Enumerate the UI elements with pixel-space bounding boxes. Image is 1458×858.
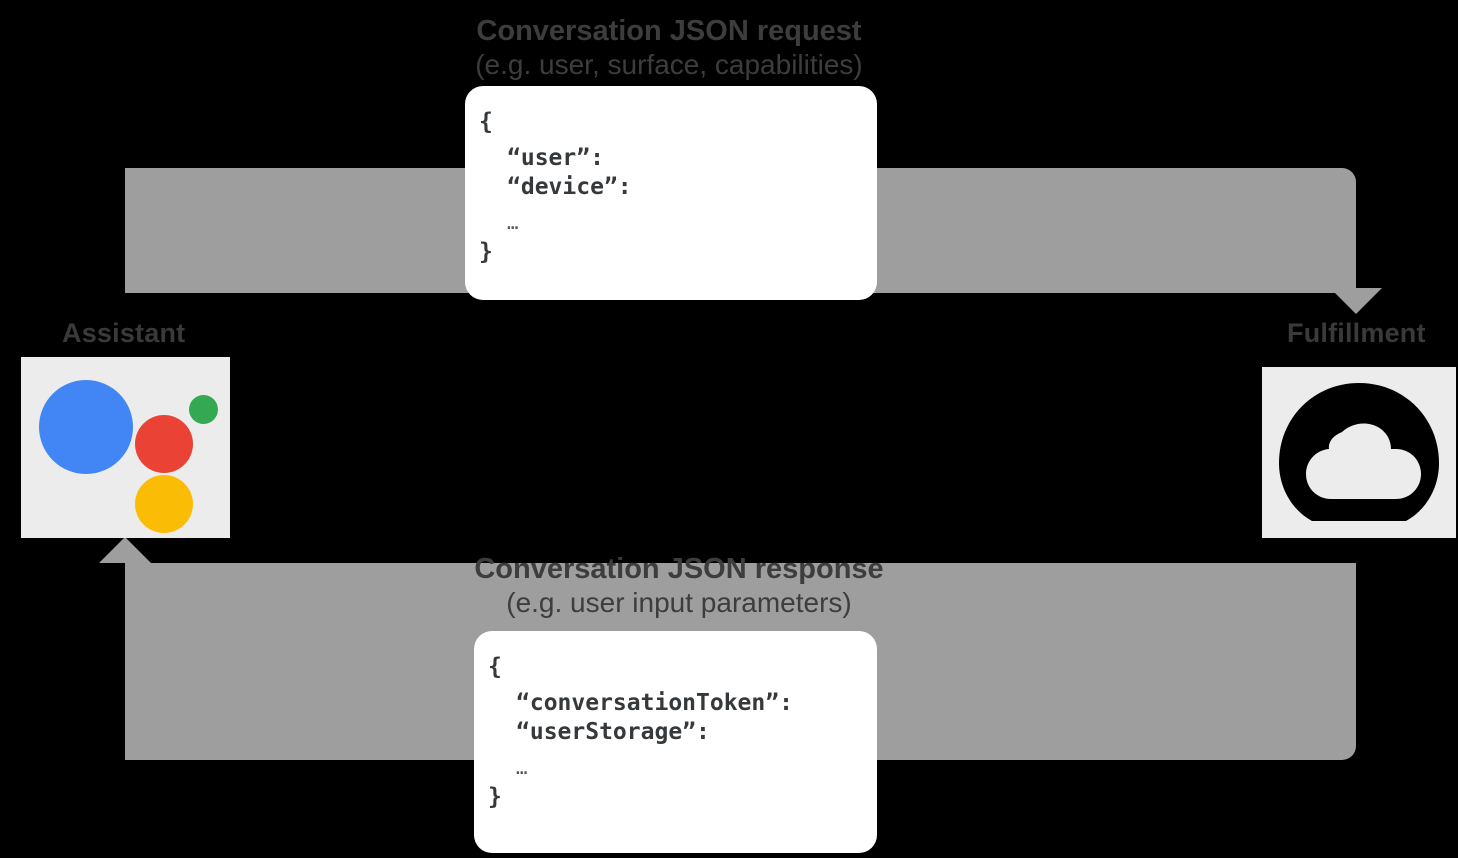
json-open-brace: { (488, 654, 502, 680)
json-open-brace: { (479, 109, 493, 135)
json-ellipsis: … (516, 757, 528, 779)
json-close-brace: } (479, 239, 493, 265)
json-close-brace: } (488, 784, 502, 810)
json-key-device: “device”: (507, 174, 632, 200)
fulfillment-label: Fulfillment (1287, 318, 1426, 348)
response-caption: Conversation JSON response (e.g. user in… (439, 552, 919, 620)
fulfillment-endpoint-tile (1262, 367, 1456, 538)
request-json-card: { “user”: “device”: … } (465, 86, 877, 300)
assistant-dot-blue-icon (39, 380, 133, 474)
assistant-dot-green-icon (189, 395, 218, 424)
assistant-dot-yellow-icon (135, 475, 193, 533)
assistant-label: Assistant (62, 318, 186, 348)
response-caption-title: Conversation JSON response (474, 553, 884, 585)
response-json-card: { “conversationToken”: “userStorage”: … … (474, 631, 877, 853)
request-arrowhead-icon (1330, 288, 1382, 314)
assistant-endpoint-tile (21, 357, 230, 538)
cloud-icon (1274, 377, 1444, 527)
json-key-conversation-token: “conversationToken”: (516, 690, 793, 716)
request-caption-title: Conversation JSON request (476, 15, 862, 47)
assistant-dot-red-icon (135, 415, 193, 473)
json-key-user-storage: “userStorage”: (516, 719, 710, 745)
response-arrowhead-icon (99, 537, 151, 563)
json-ellipsis: … (507, 212, 519, 234)
json-key-user: “user”: (507, 145, 604, 171)
request-caption: Conversation JSON request (e.g. user, su… (429, 14, 909, 82)
request-caption-subtitle: (e.g. user, surface, capabilities) (475, 49, 863, 80)
response-caption-subtitle: (e.g. user input parameters) (506, 587, 852, 618)
